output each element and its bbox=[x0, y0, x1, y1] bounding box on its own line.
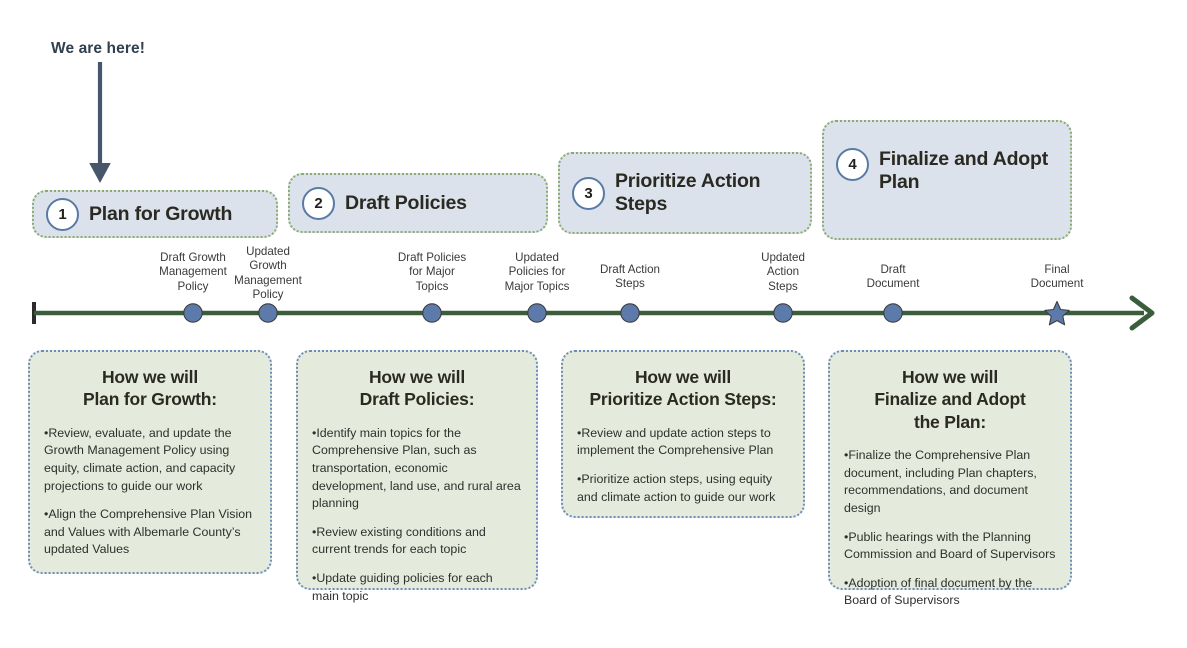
milestone-dot bbox=[258, 303, 278, 323]
timeline-axis bbox=[32, 295, 1155, 331]
detail-bullet: •Adoption of final document by the Board… bbox=[844, 575, 1033, 608]
milestone-label: Updated Growth Management Policy bbox=[234, 245, 302, 302]
phase-box-finalize-and-adopt-plan[interactable]: 4 Finalize and Adopt Plan bbox=[822, 120, 1072, 240]
detail-heading: How we will Plan for Growth: bbox=[83, 367, 217, 410]
milestone-label: Draft Action Steps bbox=[600, 263, 660, 291]
phase-number-badge: 2 bbox=[302, 186, 335, 220]
phase-box-prioritize-action-steps[interactable]: 3 Prioritize Action Steps bbox=[558, 152, 812, 234]
phase-title: Finalize and Adopt Plan bbox=[879, 148, 1049, 193]
phase-box-draft-policies[interactable]: 2 Draft Policies bbox=[288, 173, 548, 233]
milestone-dot bbox=[422, 303, 442, 323]
detail-heading: How we will Finalize and Adopt the Plan: bbox=[874, 367, 1026, 432]
detail-bullet: •Prioritize action steps, using equity a… bbox=[577, 472, 776, 504]
milestone-label: Final Document bbox=[1030, 263, 1084, 291]
milestone-dot bbox=[773, 303, 793, 323]
detail-bullet: •Review and update action steps to imple… bbox=[577, 425, 774, 458]
detail-box-plan-for-growth[interactable]: How we will Plan for Growth: •Review, ev… bbox=[28, 350, 272, 574]
milestone-dot bbox=[883, 303, 903, 323]
detail-heading: How we will Prioritize Action Steps: bbox=[589, 367, 777, 410]
detail-bullet: •Review existing conditions and current … bbox=[312, 524, 486, 557]
phase-box-plan-for-growth[interactable]: 1 Plan for Growth bbox=[32, 190, 278, 238]
milestone-dot bbox=[527, 303, 547, 323]
milestone-label: Updated Policies for Major Topics bbox=[504, 251, 570, 293]
down-arrow-icon bbox=[89, 62, 111, 183]
milestone-dot bbox=[620, 303, 640, 323]
milestone-star-icon bbox=[1044, 300, 1070, 326]
detail-heading: How we will Draft Policies: bbox=[359, 367, 475, 410]
detail-bullet: •Identify main topics for the Comprehens… bbox=[312, 425, 521, 511]
we-are-here-label: We are here! bbox=[51, 40, 145, 57]
phase-title: Prioritize Action Steps bbox=[615, 170, 761, 215]
detail-box-draft-policies[interactable]: How we will Draft Policies: •Identify ma… bbox=[296, 350, 538, 603]
phase-number-badge: 3 bbox=[572, 176, 605, 210]
milestone-label: Draft Policies for Major Topics bbox=[397, 251, 467, 293]
timeline-end-arrow-icon bbox=[1129, 295, 1155, 331]
phase-title: Draft Policies bbox=[345, 191, 467, 214]
detail-box-finalize-and-adopt-plan[interactable]: How we will Finalize and Adopt the Plan:… bbox=[828, 350, 1072, 607]
detail-bullet: •Update guiding policies for each main t… bbox=[312, 571, 493, 603]
milestone-dot bbox=[183, 303, 203, 323]
detail-bullet: •Review, evaluate, and update the Growth… bbox=[44, 425, 236, 493]
detail-bullet: •Finalize the Comprehensive Plan documen… bbox=[844, 448, 1037, 515]
phase-number-badge: 4 bbox=[836, 148, 869, 181]
milestone-label: Draft Growth Management Policy bbox=[159, 251, 227, 293]
detail-bullet: •Public hearings with the Planning Commi… bbox=[844, 529, 1056, 562]
milestone-label: Draft Document bbox=[866, 263, 920, 291]
phase-title: Plan for Growth bbox=[89, 202, 233, 225]
detail-box-prioritize-action-steps[interactable]: How we will Prioritize Action Steps: •Re… bbox=[561, 350, 805, 518]
phase-number-badge: 1 bbox=[46, 197, 79, 231]
milestone-label: Updated Action Steps bbox=[761, 251, 805, 293]
detail-bullet: •Align the Comprehensive Plan Vision and… bbox=[44, 507, 252, 557]
